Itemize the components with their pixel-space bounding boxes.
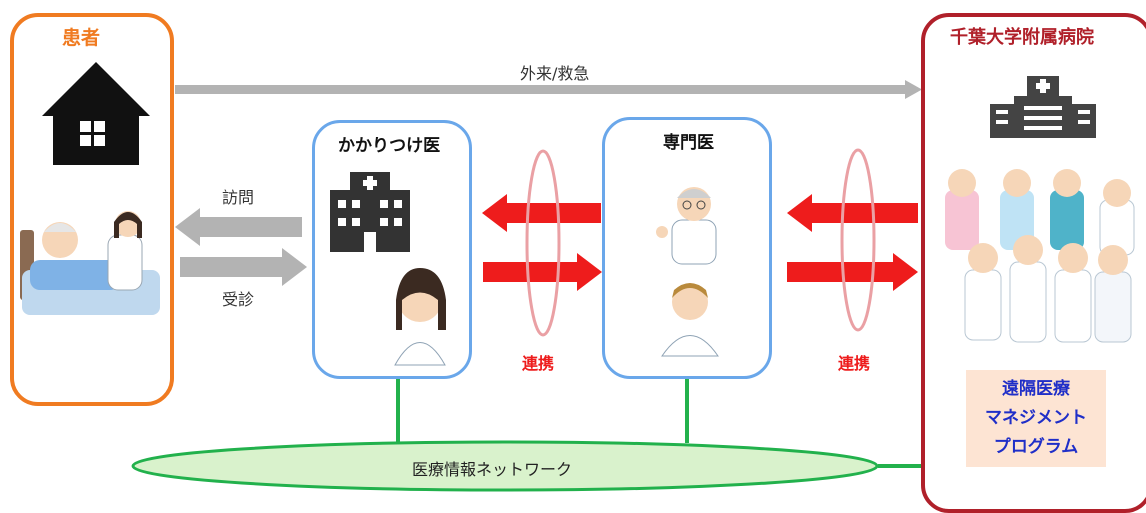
patient-title: 患者 — [62, 27, 101, 49]
cooperation-label-left: 連携 — [522, 354, 555, 373]
consult-label: 受診 — [222, 290, 255, 309]
network-label: 医療情報ネットワーク — [412, 460, 573, 479]
consult-arrow — [180, 248, 307, 286]
cooperation-arrow-right-bottom — [787, 253, 918, 291]
family-doctor-box — [312, 120, 472, 379]
cooperation-arrow-left-top — [482, 194, 601, 232]
visit-arrow — [175, 208, 302, 246]
specialist-title: 専門医 — [663, 133, 714, 153]
program-line-3: プログラム — [993, 437, 1079, 457]
visit-label: 訪問 — [222, 188, 255, 207]
family-doctor-title: かかりつけ医 — [338, 136, 441, 156]
outpatient-label: 外来/救急 — [520, 64, 590, 83]
cooperation-ring-right — [840, 148, 876, 332]
outpatient-arrow — [175, 80, 922, 99]
cooperation-label-right: 連携 — [838, 354, 871, 373]
cooperation-ring-left — [525, 149, 561, 337]
cooperation-arrow-left-bottom — [483, 253, 602, 291]
patient-box — [10, 13, 174, 406]
diagram-connectors — [131, 80, 925, 492]
cooperation-arrow-right-top — [787, 194, 918, 232]
program-line-2: マネジメント — [985, 408, 1087, 428]
program-box: 遠隔医療 マネジメント プログラム — [966, 370, 1106, 467]
program-line-1: 遠隔医療 — [1002, 379, 1070, 399]
hospital-title: 千葉大学附属病院 — [950, 27, 1094, 48]
specialist-box — [602, 117, 772, 379]
network-ellipse — [131, 440, 879, 492]
